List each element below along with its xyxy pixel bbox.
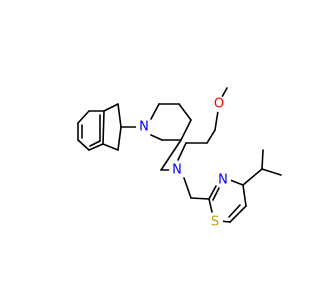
atom-n-piperidine: N: [136, 119, 152, 135]
benzene-ring: [77, 110, 105, 151]
atom-label-s-thiazole: S: [211, 215, 219, 230]
molecule-canvas: N N O N S: [77, 87, 282, 230]
atom-n-amine: N: [169, 162, 185, 178]
atom-o-methoxy: O: [211, 96, 227, 112]
atom-s-thiazole: S: [207, 214, 223, 230]
methoxyethyl-chain: [177, 87, 228, 161]
thiazole-c2-bond: [190, 197, 210, 200]
thiazolylmethyl-bond: [183, 177, 192, 199]
atom-label-n-piperidine: N: [139, 120, 149, 135]
isopropyl-group: [242, 149, 282, 186]
methylene-bond: [160, 139, 182, 171]
molecule-structure: N N O N S: [77, 87, 282, 230]
cyclopentane-ring: [102, 103, 122, 151]
atom-label-n-amine: N: [172, 163, 182, 178]
piperidine-ring: [150, 103, 192, 141]
atom-label-n-thiazole: N: [218, 173, 228, 188]
atom-n-thiazole: N: [215, 172, 231, 188]
atom-label-o-methoxy: O: [214, 97, 224, 112]
